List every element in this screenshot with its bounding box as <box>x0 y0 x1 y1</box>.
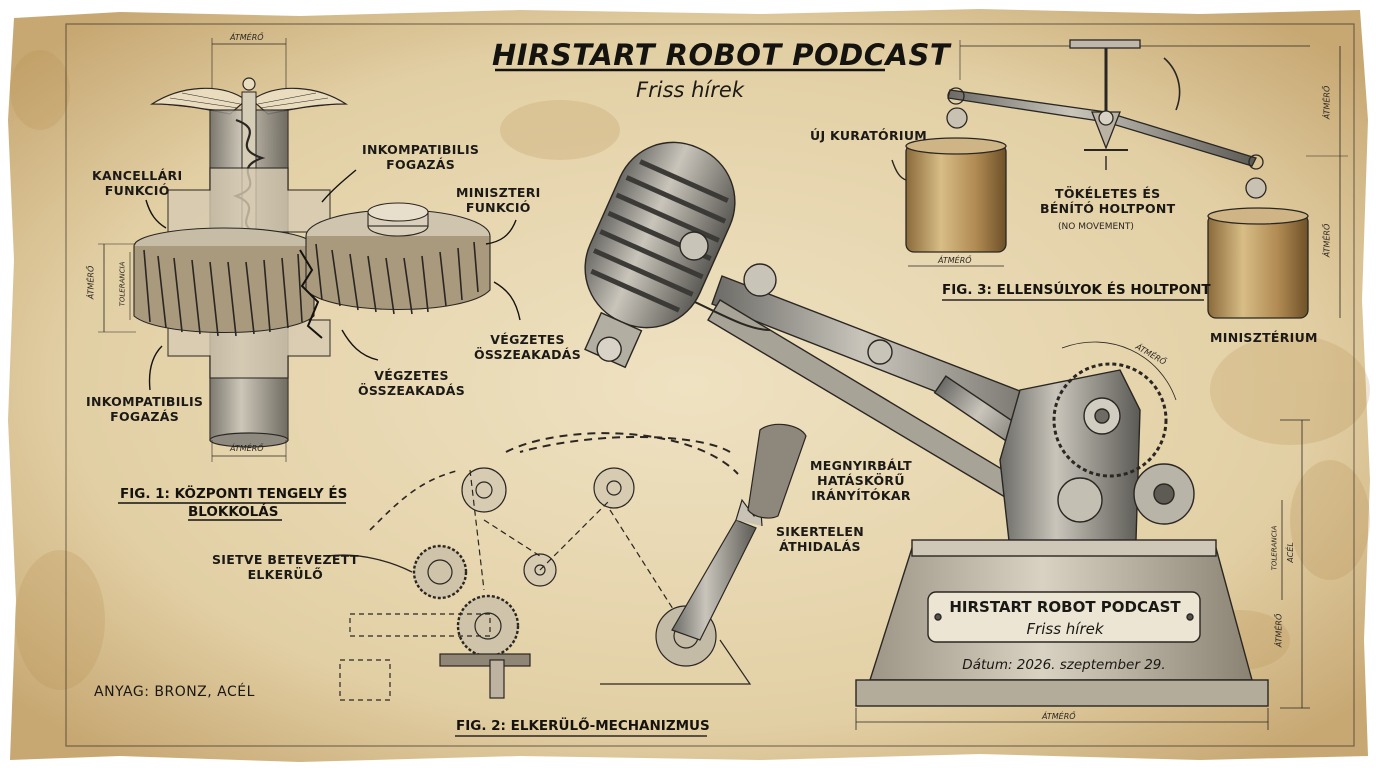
dim-atmero-r1: ÁTMÉRŐ <box>1322 85 1332 120</box>
label-no-movement: (NO MOVEMENT) <box>1058 222 1134 232</box>
label-inkompatibilis-top: INKOMPATIBILIS FOGAZÁS <box>362 142 480 172</box>
plate-title: HIRSTART ROBOT PODCAST <box>949 598 1181 616</box>
fig2-caption: FIG. 2: ELKERÜLŐ-MECHANIZMUS <box>456 718 710 734</box>
dim-base-atmero: ÁTMÉRŐ <box>1042 712 1076 721</box>
label-kancellari-funkcio: KANCELLÁRI FUNKCIÓ <box>92 168 183 198</box>
fig1-caption-line2: BLOKKOLÁS <box>188 504 279 520</box>
dim-base-tolerancia: TOLERANCIA <box>1270 525 1279 571</box>
dim-tolerancia: TOLERANCIA <box>118 261 127 307</box>
page-subtitle: Friss hírek <box>636 78 744 102</box>
label-inkompatibilis-bottom: INKOMPATIBILIS FOGAZÁS <box>86 394 204 424</box>
microphone-arm <box>584 141 1269 707</box>
dim-base-acel: ACÉL <box>1285 542 1295 563</box>
plate-subtitle: Friss hírek <box>1026 620 1104 638</box>
label-tokeletes-holtpont: TÖKÉLETES ÉS BÉNÍTÓ HOLTPONT <box>1040 186 1176 216</box>
plate-date: Dátum: 2026. szeptember 29. <box>962 657 1166 673</box>
base-dimensions <box>855 419 1310 730</box>
label-megnyirbalt: MEGNYIRBÁLT HATÁSKÖRŰ IRÁNYÍTÓKAR <box>810 458 912 503</box>
label-vegzetes-right: VÉGZETES ÖSSZEAKADÁS <box>474 332 582 362</box>
label-uj-kuratorium: ÚJ KURATÓRIUM <box>810 128 928 143</box>
dim-base-atmero-side: ÁTMÉRŐ <box>1274 613 1284 648</box>
dim-atmero-top: ÁTMÉRŐ <box>230 33 264 42</box>
dim-atmero-weight: ÁTMÉRŐ <box>938 256 972 265</box>
label-vegzetes-bottom: VÉGZETES ÖSSZEAKADÁS <box>358 368 466 398</box>
fig2-bypass-mechanism <box>327 423 807 737</box>
fig1-caption-line1: FIG. 1: KÖZPONTI TENGELY ÉS <box>120 486 348 502</box>
label-miniszterium: MINISZTÉRIUM <box>1210 330 1318 345</box>
fig3-balance-scale <box>891 39 1348 319</box>
frame-border <box>65 23 1355 747</box>
fig3-caption: FIG. 3: ELLENSÚLYOK ÉS HOLTPONT <box>942 282 1211 298</box>
dim-atmero-r2: ÁTMÉRŐ <box>1322 223 1332 258</box>
dim-atmero-side: ÁTMÉRŐ <box>86 265 96 300</box>
label-sikertelen-athidalas: SIKERTELEN ÁTHIDALÁS <box>776 524 864 554</box>
label-sietve-betevezett: SIETVE BETEVEZETT ELKERÜLŐ <box>212 552 359 582</box>
material-note: ANYAG: BRONZ, ACÉL <box>94 684 255 700</box>
label-miniszteri-funkcio: MINISZTERI FUNKCIÓ <box>456 185 541 215</box>
page-title: HIRSTART ROBOT PODCAST <box>492 38 951 72</box>
fig1-shaft-assembly <box>98 38 521 521</box>
dim-atmero-bottom: ÁTMÉRŐ <box>230 444 264 453</box>
